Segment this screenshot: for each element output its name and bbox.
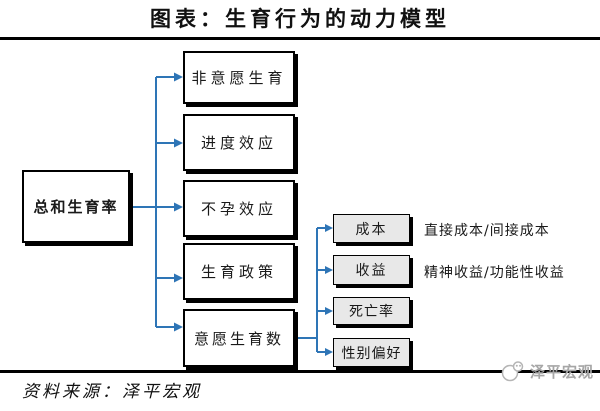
bottom-divider [0, 370, 600, 373]
source-credit: 资料来源：泽平宏观 [22, 382, 202, 402]
node-benefit: 收益 [333, 255, 410, 285]
node-unintended-births: 非意愿生育 [183, 51, 295, 104]
node-tempo-effect: 进度效应 [183, 114, 295, 171]
node-label: 不孕效应 [200, 200, 277, 218]
cost-note: 直接成本/间接成本 [424, 223, 550, 239]
node-label: 成本 [355, 221, 388, 238]
node-label: 意愿生育数 [193, 329, 284, 348]
node-total-fertility-rate: 总和生育率 [22, 170, 130, 243]
node-label: 性别偏好 [341, 345, 402, 362]
node-label: 进度效应 [200, 134, 277, 152]
page-title: 图表：生育行为的动力模型 [150, 6, 450, 31]
node-label: 生育政策 [200, 263, 277, 281]
benefit-note: 精神收益/功能性收益 [424, 265, 565, 281]
node-infertility-effect: 不孕效应 [183, 180, 295, 237]
node-fertility-policy: 生育政策 [183, 243, 295, 300]
node-label: 收益 [355, 263, 388, 279]
watermark-label: 泽平宏观 [529, 362, 594, 381]
node-label: 死亡率 [349, 304, 394, 320]
top-divider [0, 37, 600, 40]
node-desired-births: 意愿生育数 [183, 309, 295, 367]
node-label: 非意愿生育 [191, 69, 287, 87]
brand-watermark: 泽平宏观 [501, 360, 594, 382]
node-gender-preference: 性别偏好 [333, 338, 410, 367]
zeping-face-icon [501, 361, 524, 382]
node-mortality-rate: 死亡率 [333, 297, 410, 325]
node-label: 总和生育率 [33, 198, 119, 216]
node-cost: 成本 [333, 214, 410, 243]
